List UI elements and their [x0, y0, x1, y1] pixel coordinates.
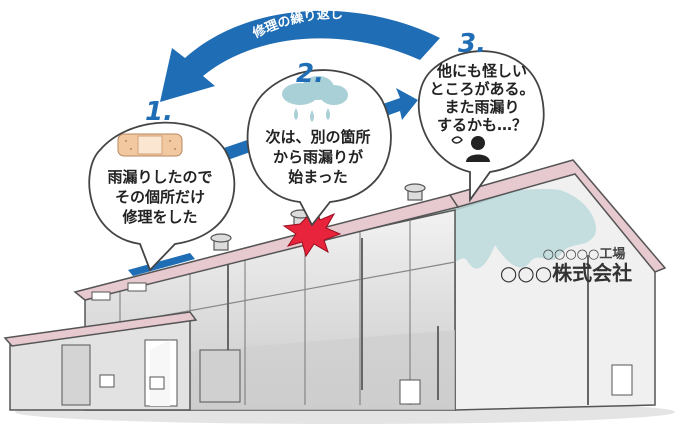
step-1-line: 修理をした	[121, 208, 197, 226]
step-number-2: 2.	[296, 59, 324, 89]
bandage-icon	[117, 133, 183, 157]
step-number-1: 1.	[145, 97, 173, 127]
annex-roof	[3, 311, 198, 347]
step-3-line: ところがある。	[429, 80, 534, 98]
rain-cloud-icon	[282, 76, 348, 122]
step-3-line: するかも…？	[437, 116, 527, 134]
step-2-text: 次は、別の箇所 から雨漏りが 始まった	[265, 128, 370, 186]
sign-small-text: ○○○○○工場	[543, 246, 626, 262]
bubble-step-1	[88, 121, 236, 272]
side-door-2	[399, 379, 421, 405]
bubble-step-3	[417, 50, 545, 203]
step-2-line: 次は、別の箇所	[265, 128, 370, 146]
leak-burst-icon	[282, 204, 342, 258]
step-2-line: から雨漏りが	[273, 148, 364, 166]
step-3-line: また雨漏り	[444, 98, 519, 116]
side-door	[199, 349, 241, 403]
roof-repair-patch	[128, 253, 195, 276]
upper-windows	[91, 282, 147, 301]
sign-big-text: ○○○株式会社	[500, 261, 632, 285]
factory-roof-gable	[448, 159, 667, 273]
step-2-line: 始まった	[288, 168, 347, 186]
door-light	[150, 340, 170, 406]
bubble-step-2	[246, 69, 392, 227]
cycle-arrow	[160, 10, 440, 102]
annex-window	[99, 374, 115, 388]
step-1-line: 雨漏りしたので	[107, 168, 212, 186]
water-stain	[420, 189, 596, 269]
step-3-line: 他にも怪しい	[436, 62, 527, 80]
worried-person-icon	[451, 136, 490, 162]
step-1-text: 雨漏りしたので その個所だけ 修理をした	[107, 168, 212, 226]
gable-window	[611, 364, 633, 396]
step-number-3: 3.	[458, 29, 486, 59]
step-1-line: その個所だけ	[115, 188, 205, 206]
step-3-text: 他にも怪しい ところがある。 また雨漏り するかも…？	[429, 62, 534, 134]
annex-window-2	[149, 376, 165, 390]
annex-door	[61, 344, 91, 406]
